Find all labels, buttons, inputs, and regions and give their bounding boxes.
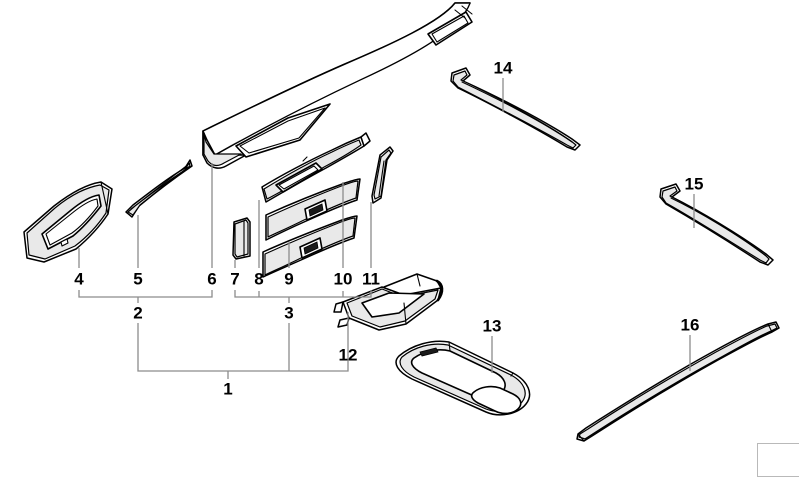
callout-15: 15 xyxy=(684,174,704,194)
part-9-door-trim-strip-upper xyxy=(265,178,361,241)
cursor-badge-frame xyxy=(757,443,799,477)
callout-4: 4 xyxy=(74,269,84,289)
callout-5: 5 xyxy=(133,269,143,289)
part-8-center-console-upper-trim xyxy=(261,132,371,203)
callout-12: 12 xyxy=(338,345,358,365)
callout-8: 8 xyxy=(254,269,264,289)
callout-7: 7 xyxy=(230,269,240,289)
callout-14: 14 xyxy=(493,58,513,78)
callout-11: 11 xyxy=(362,269,380,289)
callout-13: 13 xyxy=(482,316,502,336)
part-6-dashboard-main-trim xyxy=(202,2,473,169)
part-15-long-trim-strip xyxy=(659,183,774,266)
callout-2: 2 xyxy=(133,303,143,323)
part-4-left-end-trim-panel xyxy=(23,181,113,263)
part-7-small-cap-trim xyxy=(232,217,251,260)
part-11-narrow-vertical-trim xyxy=(371,146,394,204)
callout-1: 1 xyxy=(223,379,233,399)
part-14-long-trim-strip xyxy=(450,67,581,151)
part-5-curved-accent-strip xyxy=(125,159,193,218)
callout-10: 10 xyxy=(333,269,353,289)
callout-9: 9 xyxy=(284,269,294,289)
callout-3: 3 xyxy=(284,303,294,323)
leader-lines xyxy=(78,78,695,373)
part-12-console-frame xyxy=(333,273,444,331)
part-13-console-cover-trim xyxy=(395,340,531,416)
part-10-door-trim-strip-lower xyxy=(262,215,358,278)
callout-16: 16 xyxy=(680,315,700,335)
group-brackets xyxy=(78,290,372,379)
part-16-long-trim-strip xyxy=(576,321,780,442)
callout-6: 6 xyxy=(207,269,217,289)
